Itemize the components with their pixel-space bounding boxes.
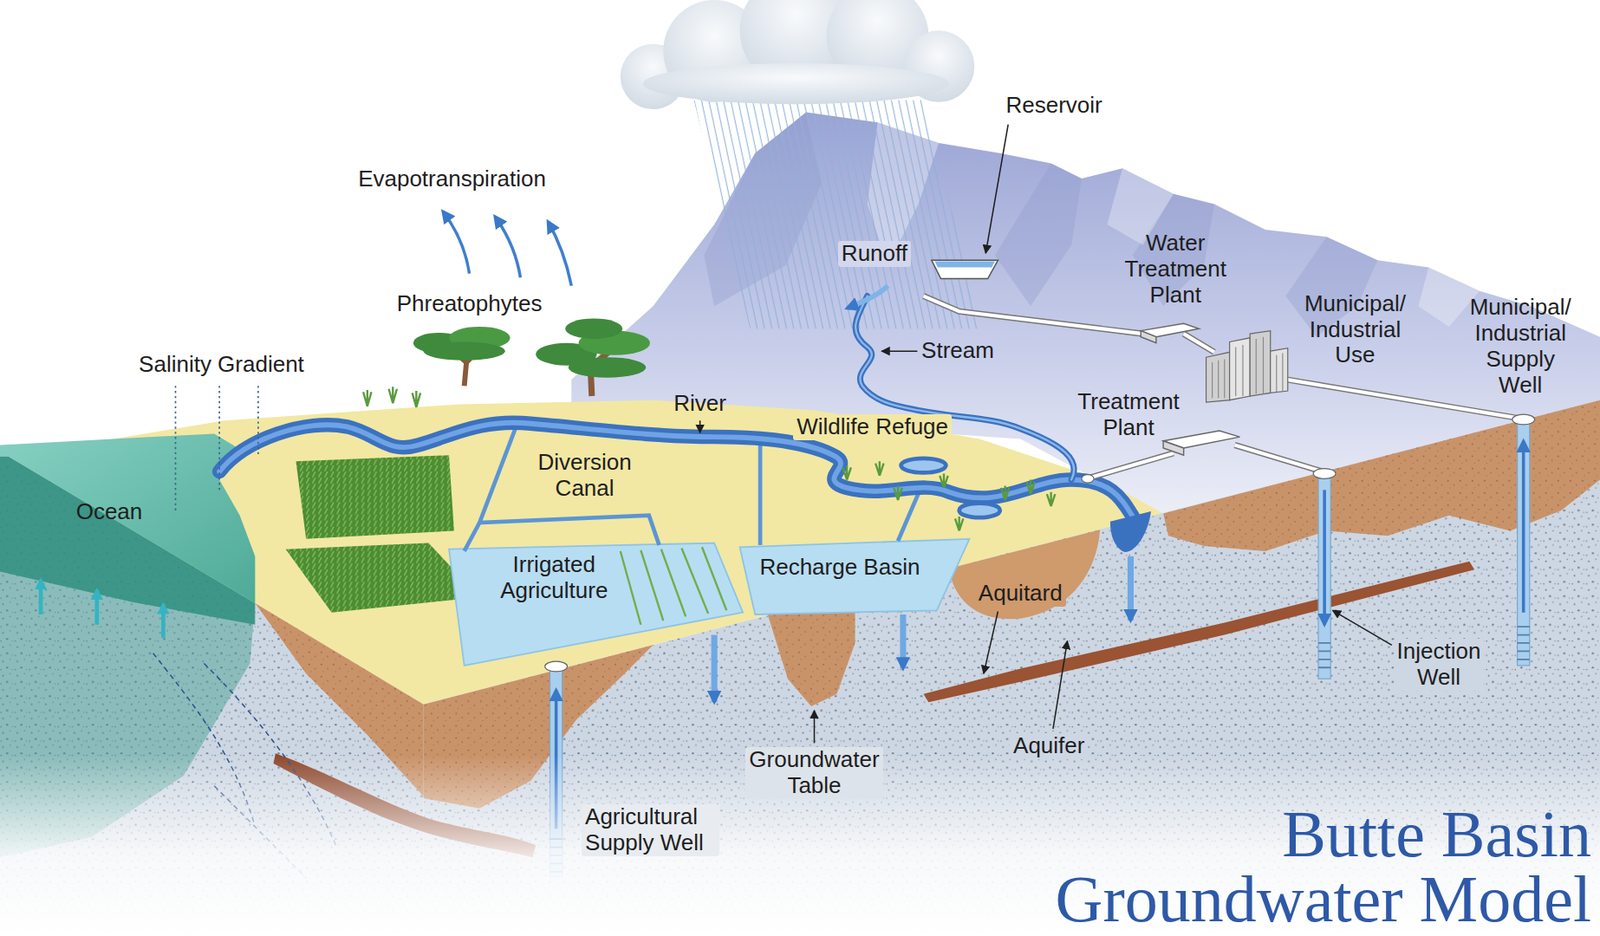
recharge-arrow	[1127, 556, 1134, 621]
water-treatment-plant	[1140, 331, 1157, 344]
callout-label: Evapotranspiration	[357, 166, 547, 193]
callout-label: Agricultural Supply Well	[581, 804, 720, 857]
leader-line	[813, 710, 816, 744]
building-windows	[1212, 337, 1283, 399]
leader-line	[1053, 641, 1067, 729]
phreatophyte-tree	[413, 326, 511, 386]
callout-label: Ocean	[76, 499, 144, 526]
seawater-arrow	[161, 604, 166, 638]
callout-label: Stream	[921, 338, 995, 365]
building	[1270, 348, 1288, 394]
irrigated-field	[448, 543, 743, 666]
callout-label: Recharge Basin	[755, 554, 924, 581]
well-screen	[1517, 626, 1530, 660]
callout-label: Irrigated Agriculture	[496, 552, 612, 605]
seawater-arrow	[39, 579, 44, 615]
callout-label: River	[673, 390, 727, 417]
salinity-line	[175, 385, 258, 511]
well-casing	[1517, 420, 1530, 666]
river-section	[1110, 511, 1152, 553]
runoff-arrow	[846, 286, 888, 309]
crop-rows	[620, 546, 727, 625]
callout-label: Phreatophytes	[396, 291, 543, 318]
flow-arrow	[1322, 489, 1327, 625]
leader-line	[985, 124, 1009, 254]
well-casing	[1318, 474, 1331, 680]
diagram-title: Butte Basin Groundwater Model	[1004, 801, 1592, 931]
pipeline	[923, 296, 1143, 335]
seawater-arrow	[94, 590, 99, 625]
callout-label: Diversion Canal	[537, 449, 631, 502]
diversion-canal	[464, 522, 481, 552]
river-highlight	[219, 422, 1133, 517]
crop-field	[295, 455, 454, 540]
pipeline	[1089, 445, 1322, 479]
well-cap	[1512, 414, 1535, 425]
treatment-plant	[1163, 441, 1184, 456]
diversion-canal	[758, 438, 763, 545]
callout-label: Aquifer	[1009, 733, 1088, 760]
aquitard-lens	[949, 529, 1100, 619]
callout-label: Injection Well	[1393, 638, 1485, 691]
callout-label: Municipal/ Industrial Use	[1304, 291, 1406, 370]
cloud-base	[643, 63, 950, 105]
recharge-arrow	[899, 614, 906, 669]
evapotranspiration-arrow	[547, 221, 572, 287]
aquitard-layer	[923, 561, 1475, 703]
building	[1229, 338, 1251, 401]
callout-label: Groundwater Table	[745, 747, 883, 800]
callout-label: Reservoir	[1006, 92, 1103, 119]
cloud	[620, 0, 976, 110]
tree-canopy	[565, 318, 623, 339]
well-screen	[1318, 643, 1331, 668]
leader-line	[983, 611, 998, 674]
reservoir-water	[934, 261, 995, 268]
leader-line	[881, 350, 918, 352]
ocean-surface	[0, 434, 255, 605]
city-buildings	[1206, 331, 1288, 403]
flow-arrow	[1521, 441, 1526, 613]
callout-label: Salinity Gradient	[138, 351, 305, 378]
evapotranspiration-arrow	[494, 216, 521, 279]
oxbow-lake	[959, 503, 1001, 518]
pipeline	[1089, 445, 1322, 479]
rain	[694, 99, 983, 329]
leader-line	[699, 420, 702, 433]
soil-layer	[1163, 400, 1600, 552]
callout-label: Water Treatment Plant	[1124, 230, 1227, 309]
callout-label: Runoff	[838, 240, 911, 267]
recharge-arrow	[711, 635, 718, 703]
pipeline	[923, 296, 1143, 335]
oxbow-lake	[901, 458, 947, 473]
recharge-basin	[740, 539, 970, 615]
pipe-outlet	[1081, 474, 1094, 483]
marsh-grass	[842, 461, 1055, 531]
callout-label: Wildlife Refuge	[793, 414, 952, 441]
mountain-shade	[995, 162, 1082, 306]
phreatophyte-tree	[535, 318, 651, 397]
callout-label: Municipal/ Industrial Supply Well	[1469, 294, 1572, 399]
evapotranspiration-arrow	[442, 211, 470, 274]
injection-well	[1313, 468, 1336, 680]
phreatophyte-grass	[363, 386, 421, 408]
well-cap	[545, 661, 568, 672]
leader-line	[1333, 610, 1392, 645]
callout-label: Treatment Plant	[1077, 389, 1180, 442]
building	[1249, 331, 1271, 397]
well-cap	[1313, 468, 1336, 480]
callout-label: Aquitard	[975, 580, 1067, 607]
reservoir-dam	[931, 260, 999, 279]
tree-canopy	[568, 357, 646, 378]
tree-canopy	[423, 342, 506, 361]
municipal-well	[1512, 414, 1535, 666]
river	[219, 422, 1133, 517]
diversion-canal	[479, 429, 659, 546]
